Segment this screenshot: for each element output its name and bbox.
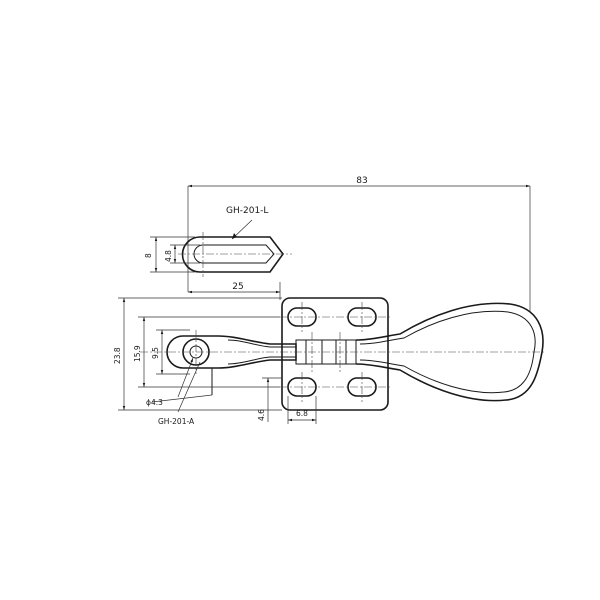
callout-gh-201-a: GH-201-A [158, 417, 195, 426]
dim-label-6-8: 6.8 [296, 409, 308, 418]
dim-label-15-9: 15.9 [133, 345, 142, 362]
dim-label-4-6: 4.6 [257, 409, 266, 421]
dim-label-83: 83 [356, 176, 367, 186]
dimension-arm-length: 25 [188, 282, 281, 300]
dimension-base-offset: 4.6 [257, 377, 282, 422]
dimension-hole-spacing: 6.8 [287, 396, 317, 424]
dimension-pivot-height: 9.5 [151, 329, 190, 375]
dim-label-9-5: 9.5 [151, 347, 160, 359]
clamp-arm [140, 330, 545, 395]
dim-label-25: 25 [232, 282, 243, 292]
callout-hole-diameter: ϕ4.3 GH-201-A [146, 357, 213, 426]
dimension-slot-height: 8 4.8 [144, 236, 200, 273]
dimension-overall-length: 83 [187, 176, 531, 312]
dim-label-23-8: 23.8 [113, 347, 122, 364]
dimension-mid-height: 15.9 [133, 316, 280, 388]
callout-gh-201-l: GH-201-L [226, 206, 268, 216]
clamp-handle-grip [355, 302, 544, 402]
dim-label-8: 8 [144, 253, 153, 258]
slot-detail-view: GH-201-L [178, 206, 292, 277]
dim-label-4-8: 4.8 [164, 250, 173, 262]
dim-label-phi-4-3: ϕ4.3 [146, 398, 163, 407]
dimension-base-height: 23.8 [113, 297, 282, 411]
clamp-base-plate [280, 297, 392, 411]
